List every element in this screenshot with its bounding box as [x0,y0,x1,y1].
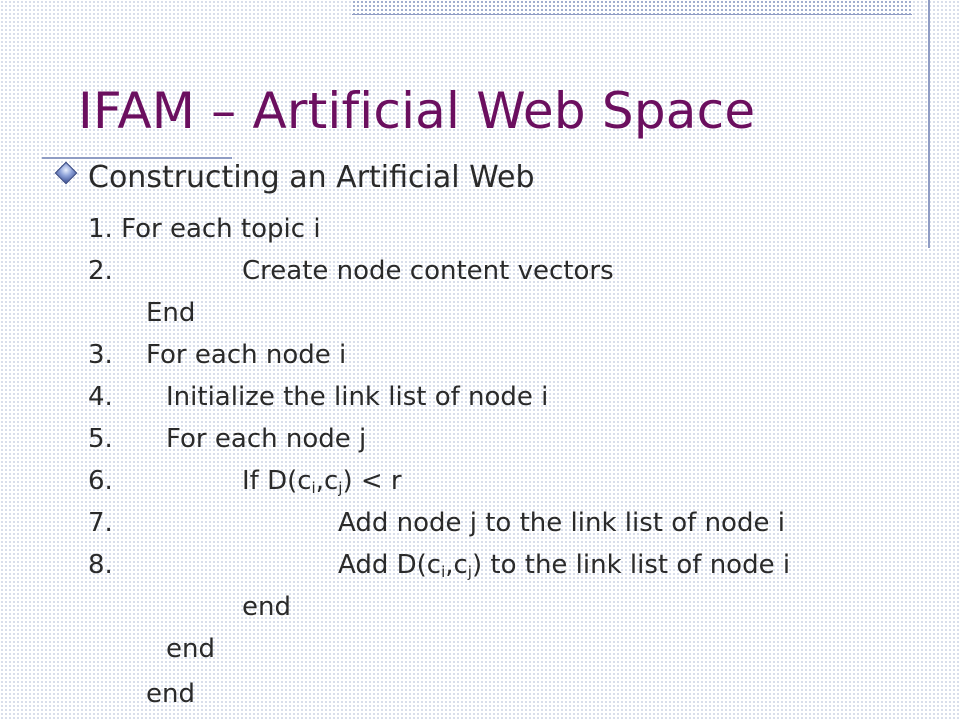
algo-end-keyword: end [166,634,215,664]
algo-line-4-text: Initialize the link list of node i [166,382,549,412]
algo-line-6-pre: If D(c [242,466,312,496]
algo-end-keyword: End [146,298,196,328]
algo-line-6-text: If D(ci,cj) < r [242,460,402,502]
top-decorative-band [352,0,912,15]
algo-end-keyword: end [146,679,195,709]
algo-line-6-mid: ,c [315,466,339,496]
algo-line-2: 2. Create node content vectors [88,250,928,292]
algo-line-3: 3. For each node i [88,334,928,376]
title-underline-rule [42,157,232,159]
algo-line-3-text: For each node i [146,340,347,370]
algo-end-1: End [88,292,928,334]
algo-line-number: 2. [88,256,113,286]
diamond-bullet-icon [54,161,78,185]
subscript-i: i [441,563,446,581]
subscript-j: j [338,479,343,497]
algo-line-number: 7. [88,508,113,538]
algo-line-number: 5. [88,424,113,454]
algo-line-number: 8. [88,550,113,580]
slide-title: IFAM – Artificial Web Space [78,82,756,140]
algo-line-number: 3. [88,340,113,370]
algo-line-1-text: 1. For each topic i [88,214,321,244]
algo-line-1: 1. For each topic i [88,208,928,250]
algo-line-number: 4. [88,382,113,412]
algo-line-8-text: Add D(ci,cj) to the link list of node i [338,544,790,586]
algo-line-8: 8. Add D(ci,cj) to the link list of node… [88,544,928,586]
right-vertical-rule [928,0,930,248]
algo-end-2: end [88,586,928,628]
algo-line-4: 4. Initialize the link list of node i [88,376,928,418]
algo-line-5-text: For each node j [166,424,367,454]
algo-line-5: 5. For each node j [88,418,928,460]
algo-line-8-mid: ,c [445,550,468,580]
algo-end-4: end [88,670,928,718]
algo-line-7-text: Add node j to the link list of node i [338,508,785,538]
algo-end-3: end [88,628,928,670]
algo-line-6: 6. If D(ci,cj) < r [88,460,928,502]
algorithm-block: 1. For each topic i 2. Create node conte… [88,208,928,718]
algo-line-7: 7. Add node j to the link list of node i [88,502,928,544]
algo-line-2-text: Create node content vectors [242,256,614,286]
subheading: Constructing an Artificial Web [88,160,535,195]
subscript-i: i [311,479,316,497]
algo-line-8-post: ) to the link list of node i [471,550,791,580]
subscript-j: j [467,563,472,581]
algo-end-keyword: end [242,592,291,622]
algo-line-6-post: ) < r [342,466,402,496]
algo-line-8-pre: Add D(c [338,550,442,580]
algo-line-number: 6. [88,466,113,496]
